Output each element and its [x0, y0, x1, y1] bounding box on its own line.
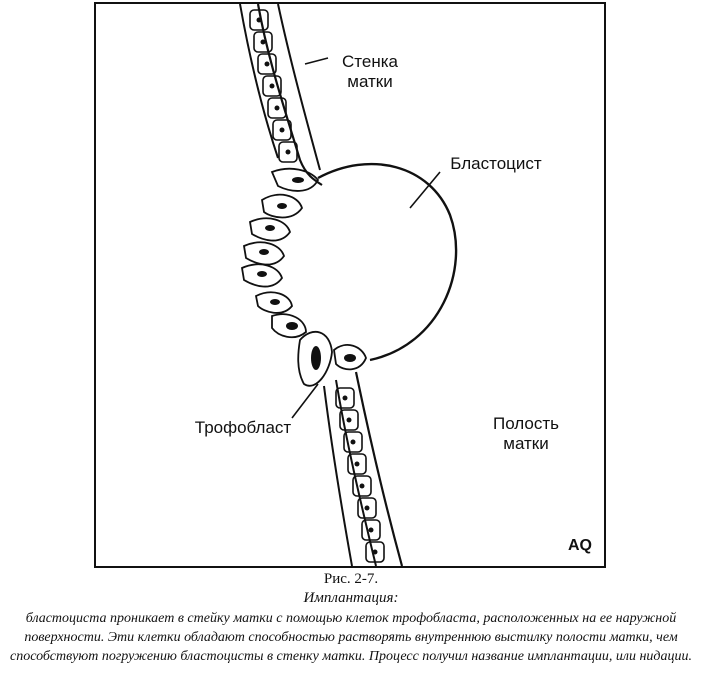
epithelial-nuclei-lower	[342, 395, 378, 555]
trophoblast-leader-line	[291, 383, 319, 419]
epithelial-cells-lower	[335, 387, 385, 563]
wall-leader-line	[304, 57, 329, 65]
epithelial-cells-upper	[249, 9, 298, 163]
author-mark: AQ	[568, 537, 592, 554]
figure-number: Рис. 2-7.	[323, 571, 379, 587]
trophoblast-nuclei	[257, 177, 356, 370]
uterine-wall-line	[277, 3, 321, 171]
blastocyst-outline	[317, 162, 458, 362]
blastocyst-label: Бластоцист	[450, 154, 542, 173]
uterine-wall-label: Стенка матки	[342, 52, 398, 91]
trophoblast-label: Трофобласт	[194, 418, 292, 437]
trophoblast-cells	[240, 167, 367, 387]
uterine-wall-line	[239, 3, 279, 159]
uterine-cavity-label: Полость матки	[492, 414, 559, 453]
blastocyst-leader-line	[409, 171, 441, 209]
figure-frame	[94, 2, 606, 568]
figure-caption: бластоциста проникает в стейку матки с п…	[10, 611, 692, 664]
figure-title: Имплантация:	[303, 590, 399, 606]
uterine-wall-line	[354, 371, 404, 567]
epithelial-nuclei-upper	[256, 17, 291, 155]
uterine-wall-line	[256, 3, 323, 186]
uterine-wall-line	[323, 385, 353, 567]
